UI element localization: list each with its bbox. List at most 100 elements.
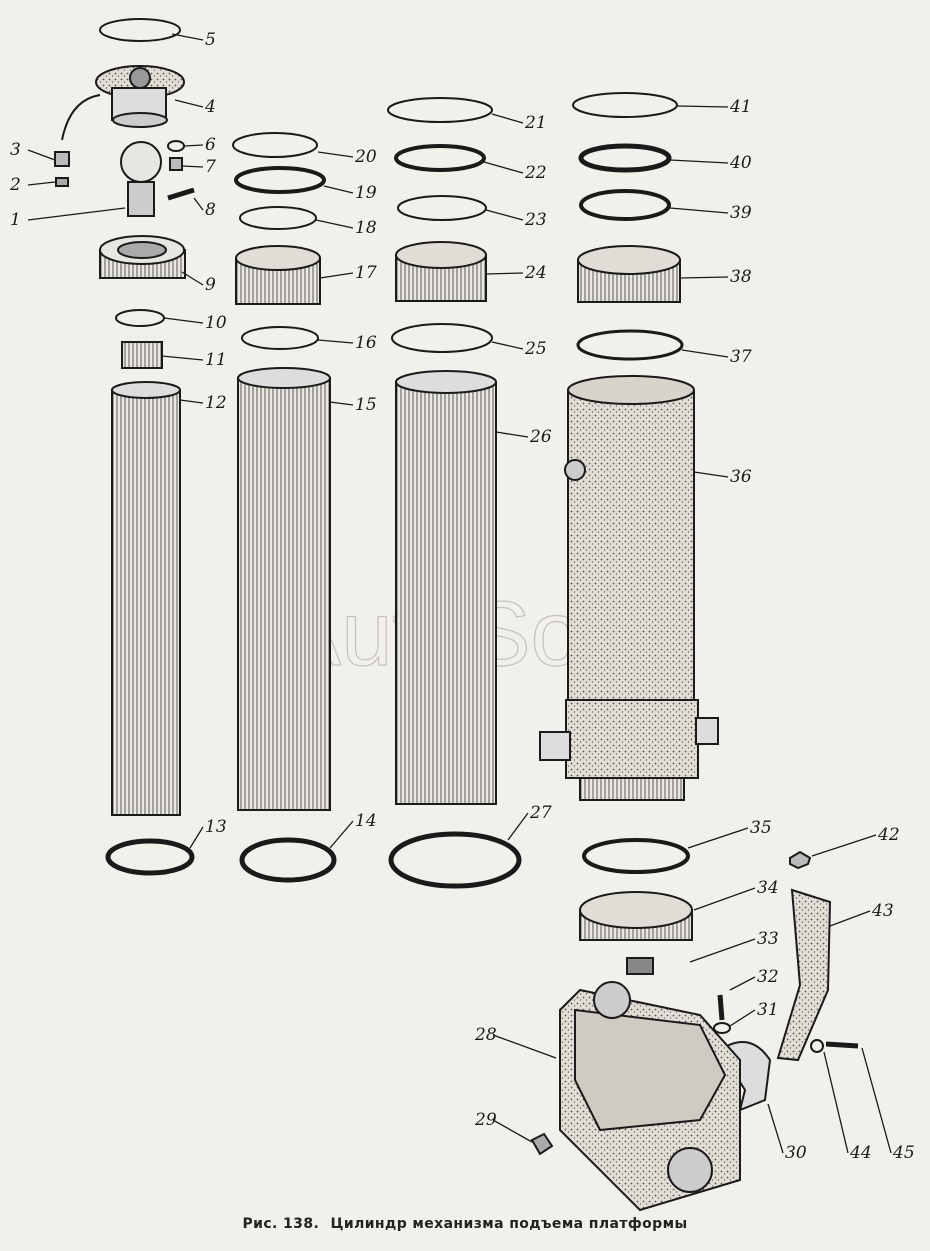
- part-45-bolt: [825, 1041, 859, 1049]
- part-label-19: 19: [355, 183, 377, 203]
- leader-line-4: [174, 99, 204, 108]
- part-label-25: 25: [524, 339, 547, 359]
- part-4-cover: [95, 65, 185, 128]
- leader-line-20: [317, 151, 354, 158]
- leader-line-42: [811, 834, 877, 857]
- part-4-tube: [61, 94, 101, 141]
- leader-line-31: [729, 1009, 756, 1027]
- part-label-12: 12: [205, 393, 227, 413]
- part-label-16: 16: [355, 333, 377, 353]
- leader-line-24: [485, 272, 524, 275]
- part-6-washer: [167, 140, 185, 152]
- part-21-ring: [387, 97, 493, 123]
- part-29-grease-fitting: [530, 1132, 554, 1156]
- part-label-9: 9: [205, 275, 216, 295]
- part-label-8: 8: [205, 200, 216, 220]
- part-label-26: 26: [529, 427, 552, 447]
- part-31-washer: [713, 1022, 731, 1034]
- part-25-ring: [391, 323, 493, 353]
- part-26-plunger: [395, 370, 497, 805]
- leader-line-30: [767, 1103, 784, 1154]
- part-label-13: 13: [205, 817, 227, 837]
- part-label-32: 32: [757, 967, 779, 987]
- leader-line-15: [329, 401, 354, 406]
- part-36-cylinder-body: [539, 375, 719, 801]
- part-32-bolt: [717, 994, 725, 1021]
- part-label-3: 3: [10, 140, 21, 160]
- leader-line-22: [483, 161, 524, 174]
- part-label-24: 24: [524, 263, 547, 283]
- part-12-plunger: [111, 381, 181, 816]
- leader-line-5: [171, 33, 204, 41]
- part-14-half-ring: [239, 837, 337, 883]
- part-label-34: 34: [757, 878, 779, 898]
- caption-prefix: Рис. 138.: [242, 1216, 320, 1232]
- part-label-36: 36: [730, 467, 752, 487]
- part-43-bracket: [776, 888, 832, 1062]
- leader-line-11: [161, 355, 204, 361]
- part-33-plug: [626, 957, 654, 975]
- leader-line-41: [676, 105, 729, 108]
- leader-line-7: [181, 165, 204, 168]
- part-label-18: 18: [355, 218, 377, 238]
- part-label-10: 10: [205, 313, 227, 333]
- part-label-27: 27: [529, 803, 552, 823]
- part-label-31: 31: [757, 1000, 779, 1020]
- leader-line-17: [319, 272, 354, 279]
- part-8-pin: [167, 187, 195, 201]
- part-label-45: 45: [892, 1143, 915, 1163]
- part-label-20: 20: [354, 147, 377, 167]
- part-label-15: 15: [355, 395, 377, 415]
- leader-line-25: [491, 341, 524, 350]
- leader-line-39: [669, 207, 729, 214]
- part-label-4: 4: [204, 97, 216, 117]
- part-label-17: 17: [355, 263, 377, 283]
- part-label-41: 41: [729, 97, 752, 117]
- part-label-44: 44: [849, 1143, 872, 1163]
- part-16-ring: [241, 326, 319, 350]
- leader-line-3: [27, 149, 56, 161]
- part-label-11: 11: [205, 350, 227, 370]
- figure-caption: Рис. 138. Цилиндр механизма подъема плат…: [0, 1216, 930, 1232]
- part-3-fitting: [54, 151, 70, 167]
- leader-line-45: [861, 1047, 892, 1154]
- part-2-plug: [55, 177, 69, 187]
- part-17-gland: [235, 245, 321, 305]
- part-label-6: 6: [205, 135, 216, 155]
- leader-line-8: [193, 197, 204, 211]
- leader-line-23: [485, 209, 524, 221]
- part-18-ring: [239, 206, 317, 230]
- part-20-ring: [232, 132, 318, 158]
- part-label-7: 7: [205, 157, 216, 177]
- leader-line-6: [183, 144, 204, 147]
- part-7-bolt: [169, 157, 183, 171]
- part-label-21: 21: [524, 113, 547, 133]
- part-40-ring: [578, 143, 672, 173]
- caption-text: Цилиндр механизма подъема платформы: [330, 1216, 688, 1232]
- part-label-22: 22: [524, 163, 547, 183]
- leader-line-27: [507, 812, 529, 841]
- leader-line-33: [689, 938, 756, 963]
- part-24-gland: [395, 241, 487, 302]
- part-label-42: 42: [877, 825, 900, 845]
- part-label-38: 38: [730, 267, 752, 287]
- part-label-2: 2: [9, 175, 21, 195]
- part-label-14: 14: [355, 811, 377, 831]
- part-label-37: 37: [730, 347, 752, 367]
- part-15-plunger: [237, 367, 331, 811]
- part-34-nut: [579, 891, 693, 941]
- part-35-ring: [582, 838, 690, 874]
- part-9-gland-nut: [99, 235, 186, 279]
- part-label-43: 43: [871, 901, 894, 921]
- part-13-half-ring: [105, 838, 195, 876]
- part-22-ring: [394, 144, 486, 172]
- leader-lines: [27, 33, 892, 1154]
- part-28-base: [559, 981, 741, 1212]
- leader-line-32: [729, 976, 756, 991]
- leader-line-18: [315, 219, 354, 229]
- part-39-ring: [579, 189, 671, 221]
- leader-line-21: [491, 113, 524, 124]
- part-label-1: 1: [10, 210, 21, 230]
- part-label-35: 35: [750, 818, 772, 838]
